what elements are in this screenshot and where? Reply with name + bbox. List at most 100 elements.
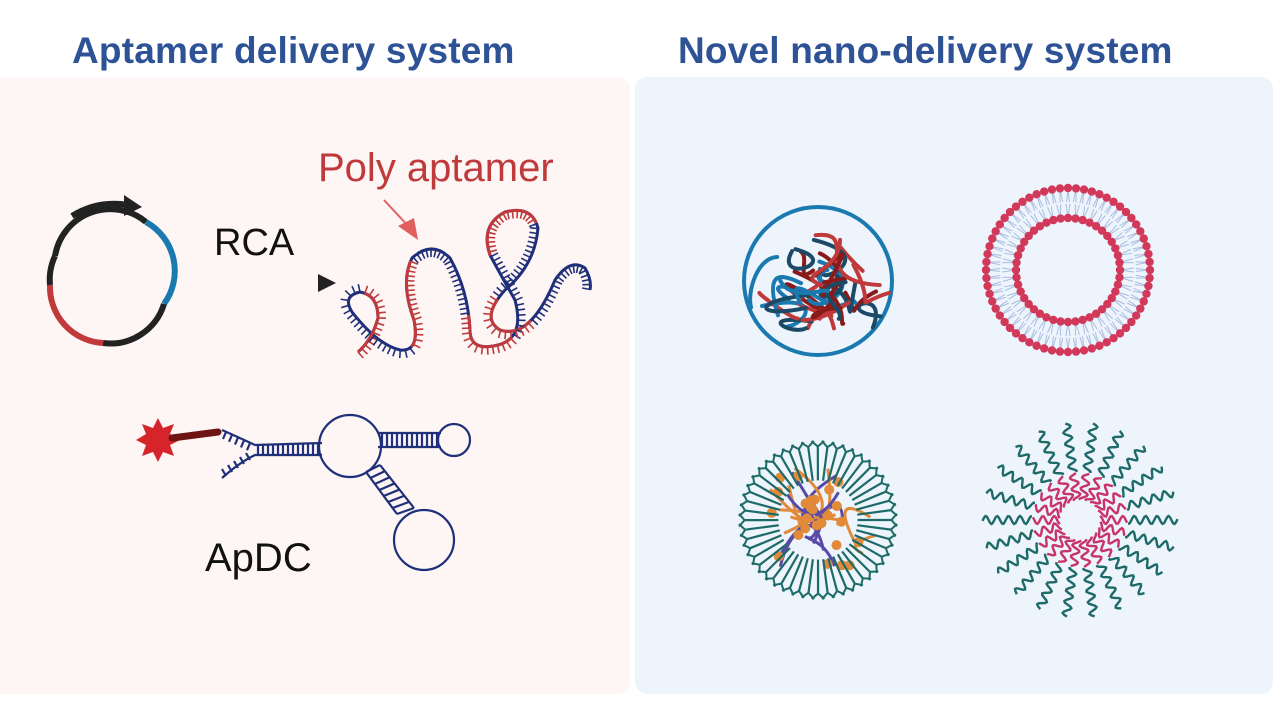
circular-template-icon: [46, 195, 178, 347]
base-tick: [245, 452, 251, 461]
dendron-branch: [780, 553, 800, 585]
base-tick: [516, 302, 525, 307]
hydrophilic-block: [996, 541, 1039, 574]
core-bead: [824, 484, 835, 495]
lipid-head: [1035, 222, 1045, 231]
base-tick: [517, 313, 526, 316]
base-tick: [227, 434, 234, 443]
base-tick: [458, 302, 467, 306]
dendron-branch: [742, 491, 751, 497]
right-section-title: Novel nano-delivery system: [678, 30, 1173, 71]
base-tick: [531, 318, 539, 326]
hydrophilic-block: [1127, 514, 1179, 526]
lipid-head: [1113, 280, 1123, 289]
lipid-head: [1020, 237, 1029, 247]
base-tick: [488, 249, 498, 253]
lipid-head: [1012, 273, 1021, 282]
lipid-head: [1145, 257, 1154, 267]
base-tick: [460, 317, 470, 320]
base-tick: [409, 347, 416, 355]
base-tick: [527, 322, 535, 330]
hydrophobic-block: [1097, 527, 1120, 548]
hydrophobic-block: [1033, 522, 1063, 538]
lipid-head: [1024, 299, 1033, 309]
dendron-branch: [789, 587, 795, 596]
aptamer-segment: [467, 314, 513, 349]
base-tick: [563, 268, 570, 277]
hydrophobic-block: [1034, 504, 1061, 519]
base-tick: [410, 307, 419, 311]
base-tick: [453, 283, 462, 288]
polymer-chain: [748, 254, 780, 310]
dendron-branch: [758, 474, 788, 497]
lipid-head: [1011, 265, 1021, 275]
base-tick: [456, 292, 465, 297]
poly-aptamer-pointer-icon: [383, 199, 418, 240]
core-bead: [806, 495, 817, 506]
lipid-head: [1145, 265, 1155, 275]
polymer-chain: [793, 286, 832, 306]
dendron-branch: [832, 556, 848, 589]
lipid-head: [985, 289, 994, 299]
polymer-chain: [811, 237, 848, 278]
lipid-head: [1049, 315, 1058, 325]
lipid-head: [1005, 323, 1015, 333]
base-tick: [439, 253, 446, 261]
base-tick: [386, 346, 392, 355]
base-tick: [492, 256, 501, 262]
lipid-head: [1131, 220, 1141, 229]
hydrophilic-block: [1015, 444, 1053, 484]
base-tick: [522, 212, 528, 221]
core-bead: [831, 540, 842, 551]
base-tick: [381, 344, 388, 352]
base-tick: [522, 253, 531, 259]
rca-label: RCA: [214, 222, 295, 264]
lipid-head: [1025, 338, 1034, 347]
hydrophilic-block: [1061, 566, 1078, 618]
base-tick: [239, 456, 245, 465]
lipid-head: [1131, 311, 1141, 320]
lipid-head: [1018, 333, 1027, 343]
lipid-head: [1144, 281, 1153, 291]
hydrophobic-block: [1068, 472, 1082, 502]
base-tick: [575, 264, 579, 274]
base-tick: [425, 249, 429, 258]
base-tick: [489, 295, 498, 302]
lipid-head: [1042, 218, 1051, 227]
base-tick: [514, 296, 523, 302]
lipid-head: [1063, 347, 1073, 357]
dendron-branch: [807, 592, 815, 600]
dendron-branch: [862, 577, 872, 580]
base-tick: [529, 231, 538, 235]
hydrophilic-block: [1013, 553, 1049, 595]
lipid-head: [1091, 309, 1101, 318]
lipid-head: [1042, 313, 1051, 322]
lipid-head: [1085, 313, 1094, 322]
base-tick: [351, 285, 356, 294]
base-tick: [500, 282, 507, 290]
polymer-chain: [825, 280, 848, 321]
base-tick: [374, 326, 383, 332]
lipid-head: [1109, 333, 1118, 343]
lipid-head: [1005, 207, 1015, 217]
base-tick: [491, 222, 499, 229]
base-tick: [548, 293, 556, 299]
dendron-branch: [888, 533, 897, 540]
lipid-head: [991, 227, 1000, 236]
hydrophobic-block: [1078, 538, 1092, 568]
rca-arrow-icon: [186, 274, 336, 292]
base-tick: [503, 279, 511, 287]
lipid-head: [1035, 309, 1045, 318]
lipid-head: [1056, 317, 1065, 326]
base-tick: [357, 284, 361, 293]
lipid-head: [1032, 190, 1041, 199]
base-tick: [233, 460, 239, 469]
dendron-branch: [832, 451, 847, 484]
base-tick: [377, 311, 386, 314]
liposome-icon: [981, 183, 1155, 357]
base-tick: [581, 278, 590, 282]
base-tick: [372, 293, 380, 300]
base-tick: [357, 324, 364, 332]
lipid-head: [1071, 214, 1080, 223]
lipid-head: [1121, 323, 1131, 333]
